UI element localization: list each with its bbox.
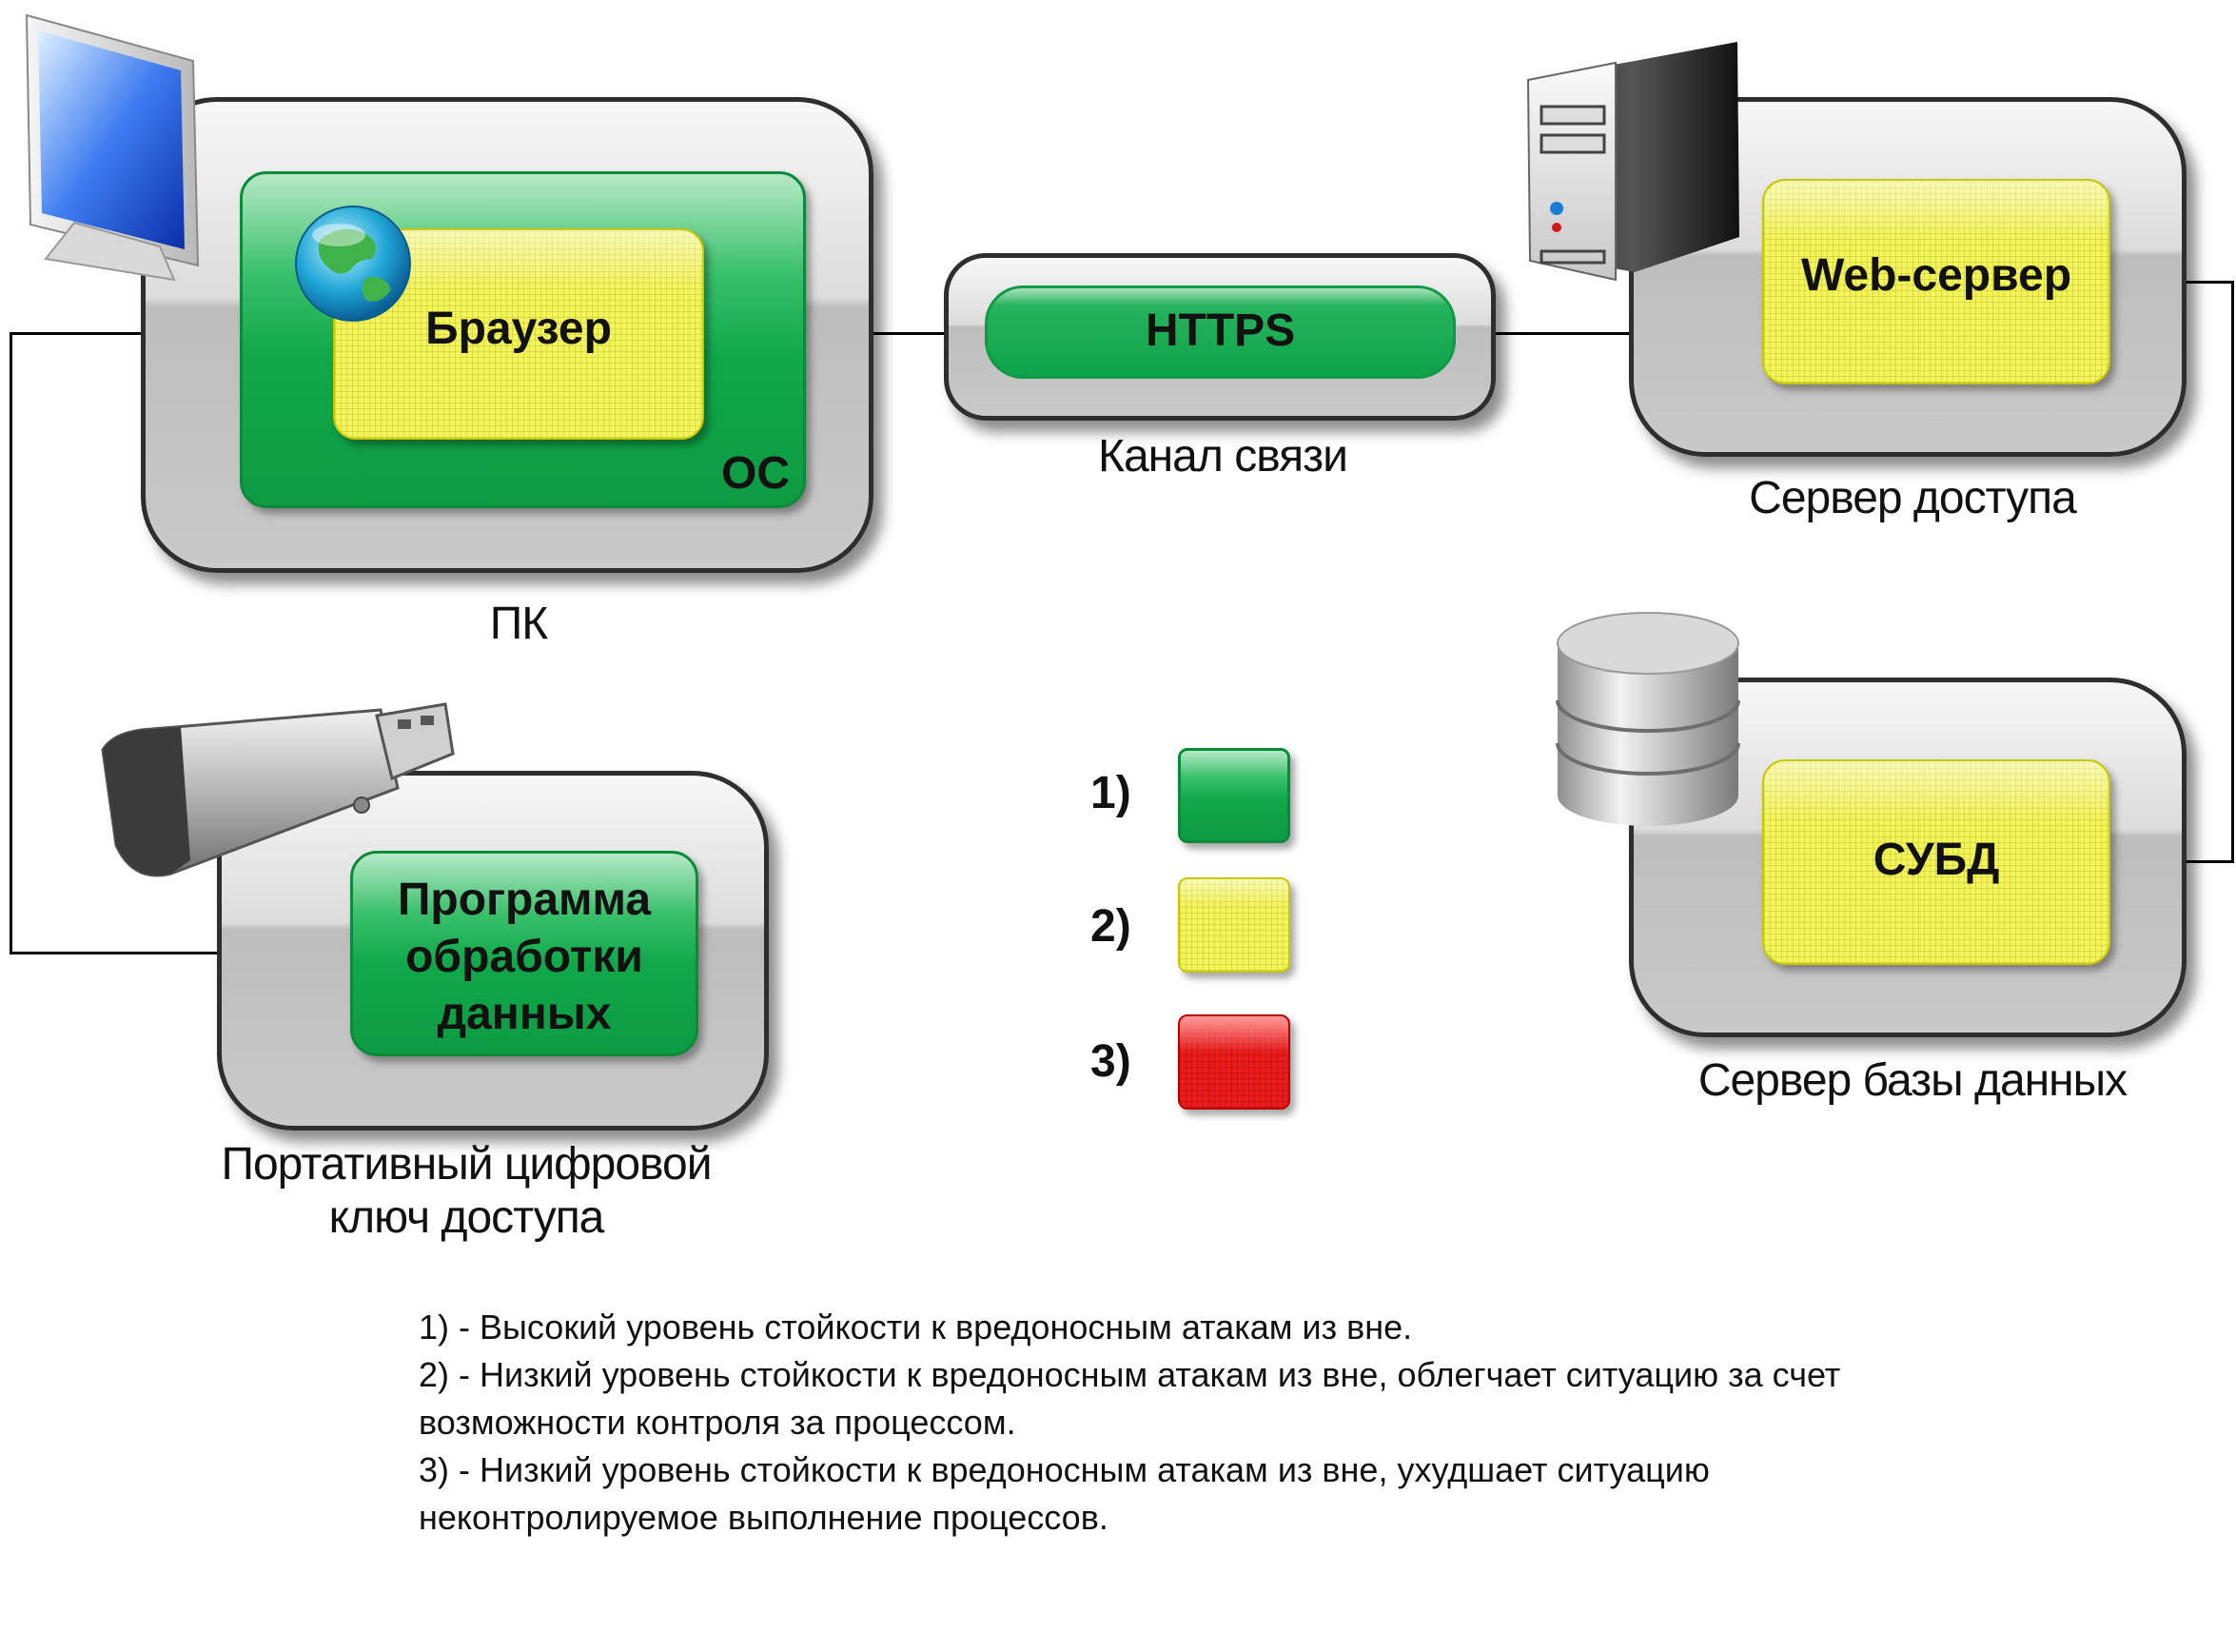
channel-caption: Канал связи [1098,431,1348,482]
db-server-caption: Сервер базы данных [1697,1055,2128,1106]
legend-label-2: 2) [1090,901,1131,952]
program-box [350,851,698,1056]
https-box [985,285,1456,379]
server-icon [1526,42,1739,282]
connector-right-vertical [2231,281,2234,863]
connector-left-bottom [10,952,352,954]
key-caption-line1: Портативный цифровой [221,1139,712,1190]
connector-left-vertical [10,332,12,954]
connector-https-to-webserver-h1 [1456,332,1720,335]
web-server-box [1762,179,2110,384]
program-label-line1: Программа [397,875,652,925]
note-line-3: возможности контроля за процессом. [419,1403,1016,1442]
note-line-2: 2) - Низкий уровень стойкости к вредонос… [419,1355,1841,1394]
key-caption-line2: ключ доступа [328,1192,605,1243]
legend-label-1: 1) [1090,768,1131,818]
pc-caption: ПК [489,599,548,649]
note-line-5: неконтролируемое выполнение процессов. [419,1498,1108,1537]
note-line-1: 1) - Высокий уровень стойкости к вредоно… [419,1308,1413,1347]
globe-icon [295,206,411,322]
database-icon [1556,612,1740,826]
legend-swatch-red [1178,1014,1290,1110]
legend-swatch-yellow [1178,877,1290,973]
browser-box [333,228,704,440]
browser-label: Браузер [425,304,612,354]
program-label-line2: обработки [405,932,643,982]
usb-drive-icon [101,702,455,877]
os-label: ОС [721,448,790,499]
legend-label-3: 3) [1090,1036,1131,1087]
dbms-box [1762,759,2110,965]
note-line-4: 3) - Низкий уровень стойкости к вредонос… [419,1450,1710,1489]
monitor-icon [25,13,200,282]
program-label-line3: данных [437,989,612,1039]
legend-swatch-green [1178,748,1290,843]
https-label: HTTPS [1145,305,1296,356]
dbms-label: СУБД [1873,835,2000,885]
access-server-caption: Сервер доступа [1749,473,2077,523]
web-server-label: Web-сервер [1800,250,2072,301]
